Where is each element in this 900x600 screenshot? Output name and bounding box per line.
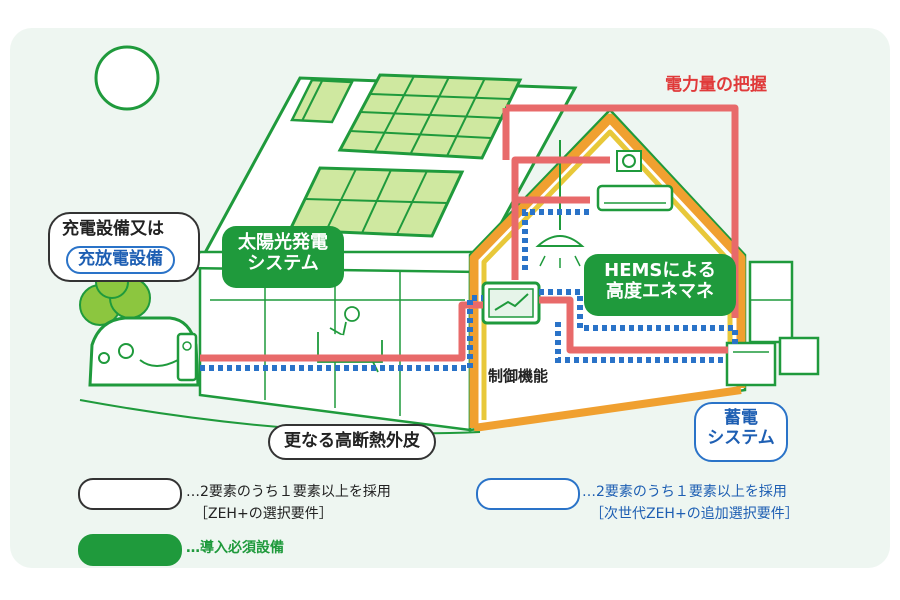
insulation-frame-bottom: [473, 386, 742, 432]
outdoor-unit-icon: [748, 260, 794, 344]
legend-white-chip: [78, 478, 182, 510]
legend-green-text1: …導入必須設備: [186, 540, 284, 556]
solar-system-label: 太陽光発電 システム: [222, 226, 344, 288]
storage-label-line1: 蓄電: [724, 408, 758, 428]
solar-panel-small: [290, 78, 354, 124]
charger-label-line1: 充電設備又は: [62, 219, 164, 239]
insulation-label: 更なる高断熱外皮: [268, 424, 436, 460]
solar-panel-upper: [337, 73, 523, 160]
charger-icon: [139, 332, 198, 382]
storage-label: 蓄電 システム: [694, 402, 788, 462]
storage-battery-icon: [725, 336, 820, 387]
solar-panel-lower: [287, 166, 465, 238]
sensor-icon: [616, 150, 642, 172]
charger-label-line2: 充放電設備: [66, 246, 175, 274]
charger-label: 充電設備又は 充放電設備: [48, 212, 200, 282]
storage-label-line2: システム: [707, 427, 775, 448]
sun-icon: [94, 45, 160, 111]
legend-blue-chip: [476, 478, 580, 510]
control-lines: [200, 209, 738, 371]
legend-white-text2: ［ZEH+の選択要件］: [194, 506, 333, 522]
legend-white-text1: …2要素のうち１要素以上を採用: [186, 484, 391, 500]
air-conditioner-icon: [596, 184, 674, 212]
power-grasp-label: 電力量の把握: [665, 75, 767, 95]
insulation-frame-outer: [469, 113, 746, 428]
hems-label-line1: HEMSによる: [604, 260, 716, 281]
hems-label: HEMSによる 高度エネマネ: [584, 254, 736, 316]
solar-label-line2: システム: [247, 252, 319, 274]
legend-blue-text2: ［次世代ZEH+の追加選択要件］: [590, 506, 799, 522]
hems-monitor-icon: [481, 281, 541, 325]
control-label: 制御機能: [488, 367, 549, 385]
legend-blue-text1: …2要素のうち１要素以上を採用: [582, 484, 787, 500]
hems-label-line2: 高度エネマネ: [606, 280, 714, 302]
solar-label-line1: 太陽光発電: [238, 232, 328, 253]
legend-green-chip: [78, 534, 182, 566]
